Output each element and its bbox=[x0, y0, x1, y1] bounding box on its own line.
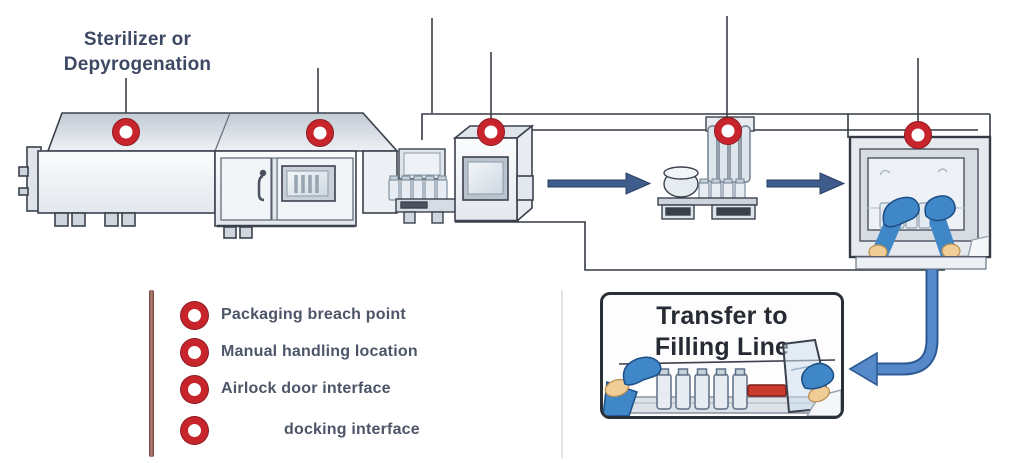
breach-marker-1 bbox=[112, 118, 140, 146]
door-divider bbox=[271, 157, 278, 221]
tunnel-roof-crease bbox=[214, 112, 231, 152]
transfer-box-title-line2: Filling Line bbox=[654, 333, 790, 361]
legend-item-label: Airlock door interface bbox=[221, 380, 391, 397]
tunnel-end-wall bbox=[362, 150, 398, 214]
sterilizer-tunnel bbox=[18, 112, 399, 239]
equipment-label-line2: Depyrogenation bbox=[63, 54, 212, 75]
isolator-window bbox=[867, 157, 965, 231]
isolator-frame bbox=[848, 135, 992, 259]
inspection-cabinet bbox=[452, 124, 535, 223]
isolator-base bbox=[855, 256, 987, 270]
transfer-illustration bbox=[603, 338, 841, 416]
transfer-box: Transfer to Filling Line bbox=[600, 292, 844, 419]
vial bbox=[388, 175, 400, 201]
marker-leader-lines bbox=[125, 16, 919, 124]
vial bbox=[656, 368, 672, 410]
conveyor-back-panel bbox=[398, 148, 446, 180]
door-window bbox=[281, 165, 336, 202]
gloved-arm-right bbox=[801, 362, 841, 416]
breach-markers bbox=[112, 117, 932, 149]
conveyor-base bbox=[395, 198, 459, 213]
vial-row bbox=[698, 178, 746, 200]
route-arrowhead bbox=[848, 351, 878, 387]
legend-item-manual-handling: Manual handling location bbox=[149, 338, 418, 366]
cabinet-front bbox=[454, 137, 518, 222]
vial bbox=[436, 175, 448, 201]
breach-marker-2 bbox=[306, 119, 334, 147]
vial bbox=[400, 175, 412, 201]
tunnel-front-left bbox=[37, 150, 216, 214]
legend-item-packaging-breach: Packaging breach point bbox=[149, 301, 406, 329]
door-panel-right bbox=[276, 157, 354, 221]
vial bbox=[722, 178, 734, 200]
door-panel-left bbox=[220, 157, 272, 221]
vial bbox=[675, 368, 691, 410]
red-transfer-tray bbox=[747, 384, 787, 397]
vial-row bbox=[879, 202, 944, 229]
equipment-label-line1: Sterilizer or bbox=[83, 29, 192, 50]
isolator-station bbox=[848, 135, 992, 270]
transfer-route-pipe bbox=[848, 254, 939, 387]
cabinet-top bbox=[452, 125, 535, 139]
vial bbox=[710, 178, 722, 200]
station-table bbox=[657, 197, 758, 206]
cabinet-side bbox=[516, 124, 533, 223]
gloved-arm-left bbox=[603, 356, 662, 416]
flow-arrow-1 bbox=[547, 172, 652, 195]
tunnel-infeed-panel bbox=[26, 146, 42, 212]
breach-marker-icon bbox=[181, 301, 208, 329]
vial bbox=[424, 175, 436, 201]
accumulation-station bbox=[657, 116, 758, 220]
vial-row bbox=[388, 175, 448, 201]
breach-marker-icon bbox=[181, 375, 208, 403]
tunnel-door-section bbox=[214, 150, 357, 227]
flow-arrow-2 bbox=[766, 172, 846, 195]
column-frame bbox=[705, 116, 755, 132]
gloved-arm-right bbox=[924, 195, 988, 256]
transfer-box-title-line1: Transfer to bbox=[656, 302, 788, 330]
cabinet-window bbox=[462, 156, 509, 201]
legend-item-label: Packaging breach point bbox=[221, 306, 406, 323]
vial bbox=[713, 368, 729, 410]
turntable-bowl bbox=[663, 166, 699, 198]
equipment-label: Sterilizer or Depyrogenation bbox=[50, 27, 225, 77]
cabinet-step bbox=[516, 175, 534, 201]
door-handle bbox=[257, 169, 267, 202]
legend-item-label: Manual handling location bbox=[221, 343, 418, 360]
breach-marker-4 bbox=[714, 117, 742, 145]
vial-columns bbox=[707, 125, 751, 183]
vial bbox=[694, 368, 710, 410]
vial bbox=[734, 178, 746, 200]
vial bbox=[698, 178, 710, 200]
outfeed-conveyor bbox=[388, 148, 459, 224]
tunnel-feet bbox=[54, 212, 136, 227]
legend-divider-bar bbox=[149, 290, 154, 457]
breach-marker-icon bbox=[181, 416, 208, 444]
gloved-arm-left bbox=[868, 196, 920, 256]
breach-marker-5 bbox=[904, 121, 932, 149]
vial bbox=[732, 368, 748, 410]
breach-marker-icon bbox=[181, 338, 208, 366]
legend-item-airlock-door: Airlock door interface bbox=[149, 375, 391, 403]
station-pedestals bbox=[661, 204, 756, 220]
vial-row bbox=[656, 368, 748, 410]
legend-item-docking-interface: docking interface bbox=[149, 416, 420, 444]
vial bbox=[412, 175, 424, 201]
transfer-box-title: Transfer to Filling Line bbox=[603, 301, 841, 363]
legend-item-label: docking interface bbox=[284, 421, 420, 438]
isolator-inner-frame bbox=[859, 148, 979, 242]
tunnel-roof bbox=[46, 112, 399, 152]
legend: Packaging breach point Manual handling l… bbox=[149, 288, 549, 460]
breach-marker-3 bbox=[477, 118, 505, 146]
